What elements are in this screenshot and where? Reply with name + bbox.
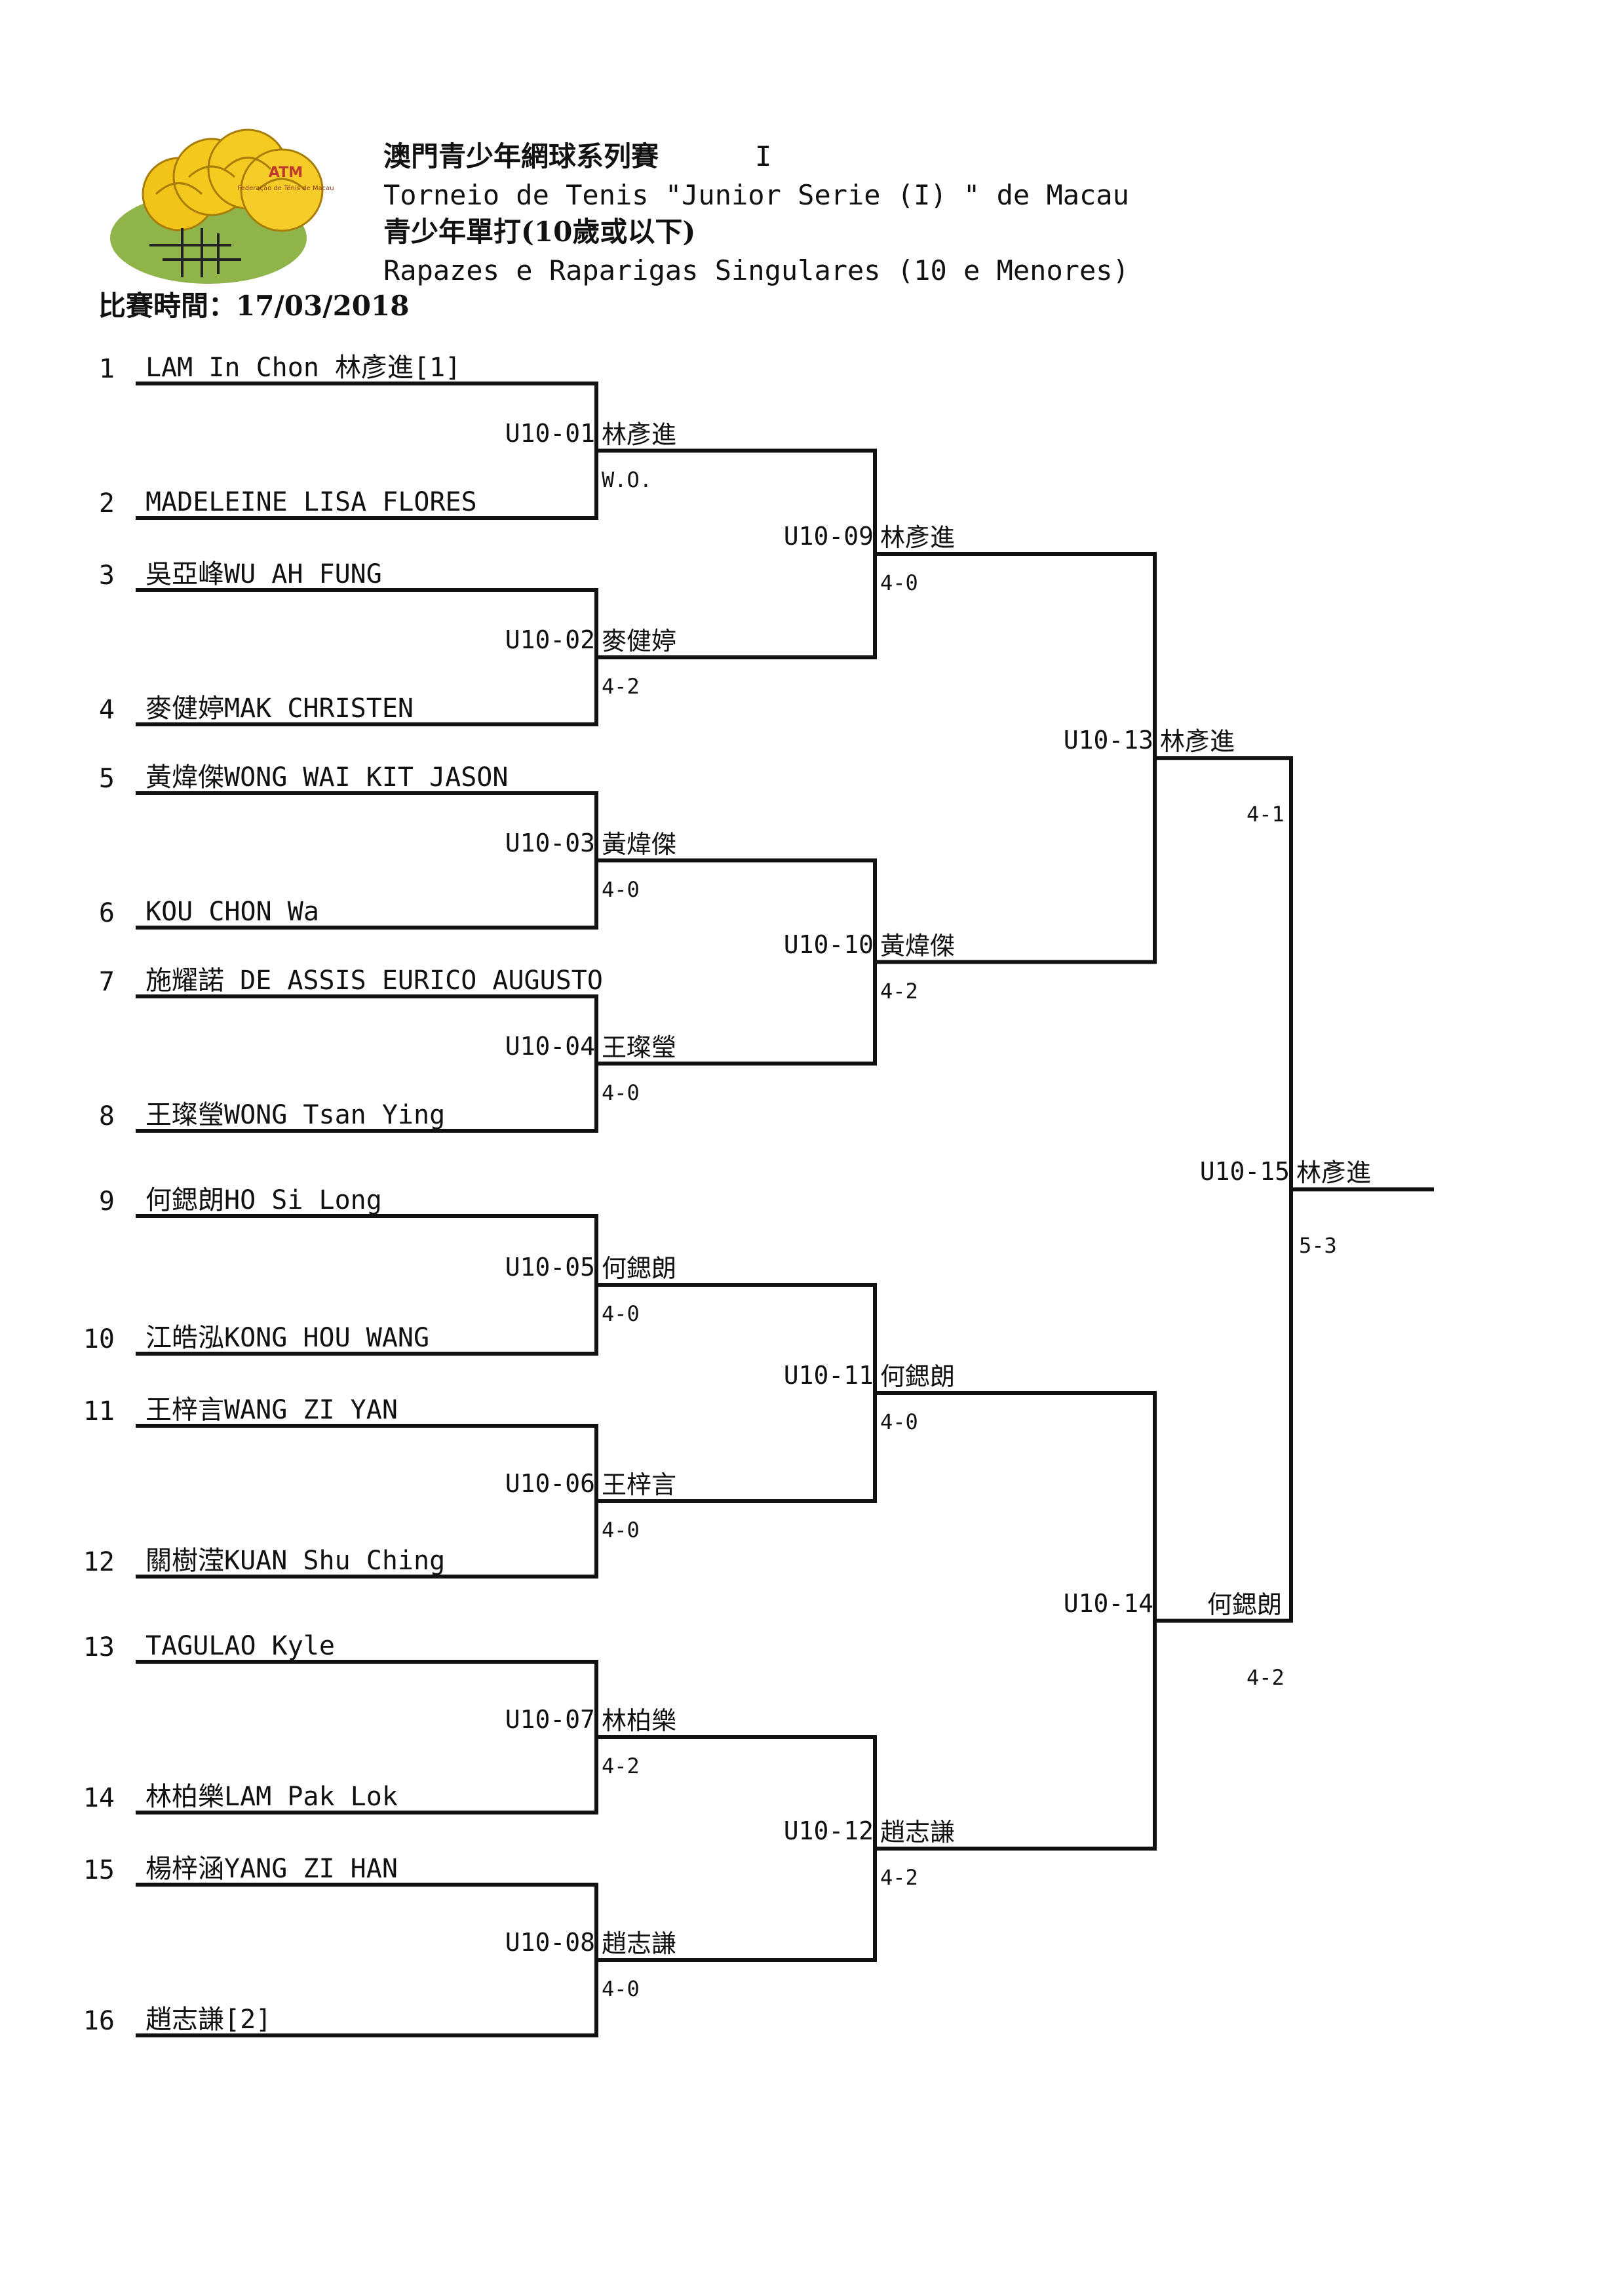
match-id: U10-12 <box>783 1816 874 1845</box>
match-id: U10-05 <box>505 1253 595 1282</box>
player-number: 7 <box>98 967 115 997</box>
match-id: U10-14 <box>1063 1588 1153 1618</box>
match-score: 4-2 <box>880 978 918 1004</box>
match-score: 4-0 <box>602 1301 640 1326</box>
player-name: 何鍶朗HO Si Long <box>145 1185 382 1215</box>
match-winner: 王璨瑩 <box>602 1032 677 1062</box>
match-id: U10-02 <box>505 625 595 654</box>
title-chinese: 澳門青少年網球系列賽 <box>383 140 659 172</box>
match-score: 4-0 <box>880 1409 918 1434</box>
match-winner: 黃煒傑 <box>602 829 677 859</box>
player-number: 3 <box>98 560 115 591</box>
title-portuguese: Torneio de Tenis "Junior Serie (I) " de … <box>383 179 1129 211</box>
match-score: 4-0 <box>602 1976 640 2001</box>
match-score: 4-2 <box>880 1865 918 1890</box>
player-number: 12 <box>83 1547 115 1577</box>
player-number: 11 <box>83 1396 115 1426</box>
match-id: U10-07 <box>505 1705 595 1734</box>
match-score: 4-1 <box>1247 802 1285 827</box>
player-number: 6 <box>98 898 115 928</box>
player-number: 4 <box>98 695 115 725</box>
player-name: MADELEINE LISA FLORES <box>145 487 477 517</box>
player-name: 王璨瑩WONG Tsan Ying <box>145 1100 446 1130</box>
player-name: 吳亞峰WU AH FUNG <box>145 559 382 589</box>
player-name: 王梓言WANG ZI YAN <box>145 1395 398 1425</box>
match-winner: 林彥進 <box>1296 1158 1372 1188</box>
federation-logo: ATM Federação de Ténis de Macau <box>110 128 334 284</box>
match-id: U10-10 <box>783 930 874 959</box>
player-number: 15 <box>83 1855 115 1885</box>
player-name: 楊梓涵YANG ZI HAN <box>145 1854 398 1884</box>
player-name: KOU CHON Wa <box>145 897 319 927</box>
player-number: 14 <box>83 1783 115 1813</box>
player-number: 13 <box>83 1632 115 1662</box>
match-winner: 王梓言 <box>602 1470 677 1499</box>
match-winner: 何鍶朗 <box>602 1254 677 1283</box>
match-id: U10-06 <box>505 1469 595 1498</box>
match-score: 4-0 <box>602 876 640 902</box>
match-winner: 林柏樂 <box>602 1706 677 1735</box>
match-score: 4-0 <box>602 1080 640 1105</box>
player-name: 趙志謙[2] <box>145 2005 272 2035</box>
match-winner: 林彥進 <box>602 420 677 449</box>
match-score: 4-2 <box>1247 1664 1285 1690</box>
category-portuguese: Rapazes e Raparigas Singulares (10 e Men… <box>383 254 1129 286</box>
match-id: U10-13 <box>1063 726 1153 755</box>
category-chinese: 青少年單打(10歲或以下) <box>383 216 696 248</box>
svg-text:Federação de Ténis de Macau: Federação de Ténis de Macau <box>237 184 334 192</box>
match-id: U10-01 <box>505 418 595 448</box>
match-winner: 何鍶朗 <box>880 1362 956 1391</box>
match-id: U10-11 <box>783 1361 874 1390</box>
match-score: 5-3 <box>1299 1233 1337 1259</box>
match-score: 4-2 <box>602 673 640 699</box>
final-bracket <box>1153 756 1293 1623</box>
match-score: W.O. <box>602 467 653 492</box>
player-number: 10 <box>83 1324 115 1354</box>
player-name: LAM In Chon 林彥進[1] <box>145 353 461 383</box>
player-name: 黃煒傑WONG WAI KIT JASON <box>145 762 509 793</box>
player-number: 2 <box>98 488 115 519</box>
match-winner: 趙志謙 <box>880 1818 956 1847</box>
player-name: 關樹滢KUAN Shu Ching <box>145 1546 446 1576</box>
svg-text:ATM: ATM <box>269 165 303 181</box>
match-date: 比賽時間：17/03/2018 <box>98 290 410 322</box>
player-number: 1 <box>98 354 115 384</box>
match-winner: 林彥進 <box>880 523 956 552</box>
match-id: U10-15 <box>1199 1157 1290 1187</box>
player-number: 8 <box>98 1101 115 1131</box>
player-number: 16 <box>83 2006 115 2036</box>
match-id: U10-08 <box>505 1928 595 1957</box>
match-score: 4-2 <box>602 1754 640 1778</box>
player-number: 5 <box>98 764 115 794</box>
match-winner: 何鍶朗 <box>1207 1590 1283 1619</box>
player-number: 9 <box>98 1187 115 1217</box>
match-winner: 趙志謙 <box>602 1929 677 1958</box>
match-score: 4-0 <box>880 570 918 595</box>
match-score: 4-0 <box>602 1518 640 1542</box>
semifinal-bracket <box>873 1391 1157 1851</box>
match-id: U10-04 <box>505 1031 595 1061</box>
player-name: 林柏樂LAM Pak Lok <box>145 1782 398 1812</box>
match-id: U10-09 <box>783 522 874 551</box>
player-name: TAGULAO Kyle <box>145 1631 335 1661</box>
match-winner: 麥健婷 <box>602 626 677 656</box>
match-winner: 林彥進 <box>1160 727 1235 756</box>
player-name: 麥健婷MAK CHRISTEN <box>145 694 414 724</box>
semifinal-bracket <box>873 552 1157 964</box>
player-name: 施耀諾 DE ASSIS EURICO AUGUSTO <box>145 966 603 996</box>
player-name: 江皓泓KONG HOU WANG <box>145 1323 430 1353</box>
series-mark: I <box>755 140 772 172</box>
match-id: U10-03 <box>505 828 595 857</box>
match-winner: 黃煒傑 <box>880 931 956 960</box>
